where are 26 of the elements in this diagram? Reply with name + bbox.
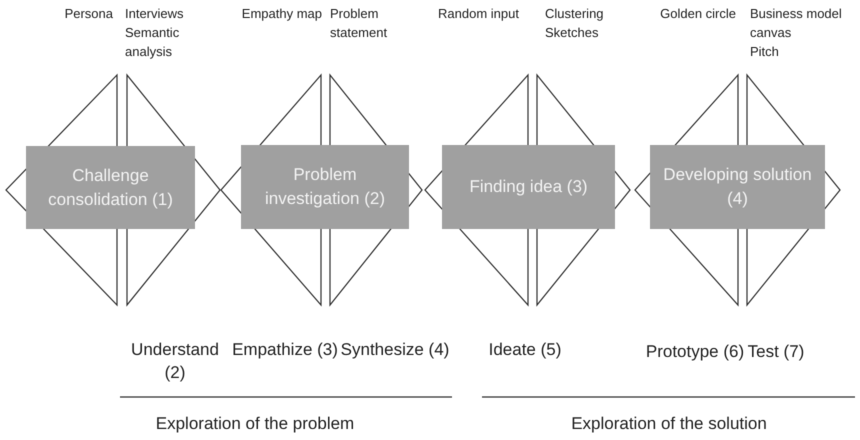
stage-box	[650, 145, 825, 229]
method-label: Pitch	[750, 43, 780, 61]
stage-box	[26, 146, 195, 229]
step-label: Understand (2)	[130, 339, 220, 384]
method-label: Persona	[64, 5, 113, 23]
step-label: Prototype (6)	[644, 341, 746, 363]
method-label: Semantic analysis	[125, 24, 180, 61]
stage-title: Developing solution (4)	[662, 164, 813, 210]
stage-title: Challenge consolidation (1)	[47, 164, 174, 210]
step-label: Ideate (5)	[488, 339, 562, 361]
step-label: Empathize (3)	[231, 339, 339, 361]
stage-title: Problem investigation (2)	[264, 164, 386, 210]
method-label: Sketches	[545, 24, 600, 42]
phase-label: Exploration of the problem	[154, 413, 356, 435]
method-label: Empathy map	[242, 5, 322, 23]
method-label: Business model canvas	[750, 5, 843, 42]
stage-title: Finding idea (3)	[469, 176, 588, 198]
step-label: Synthesize (4)	[340, 339, 450, 361]
method-label: Random input	[438, 5, 519, 23]
phase-label: Exploration of the solution	[570, 413, 768, 435]
method-label: Problem statement	[330, 5, 388, 42]
stage-box	[442, 145, 615, 229]
method-label: Clustering	[545, 5, 605, 23]
method-label: Golden circle	[660, 5, 736, 23]
stage-box	[241, 145, 409, 229]
method-label: Interviews	[125, 5, 185, 23]
